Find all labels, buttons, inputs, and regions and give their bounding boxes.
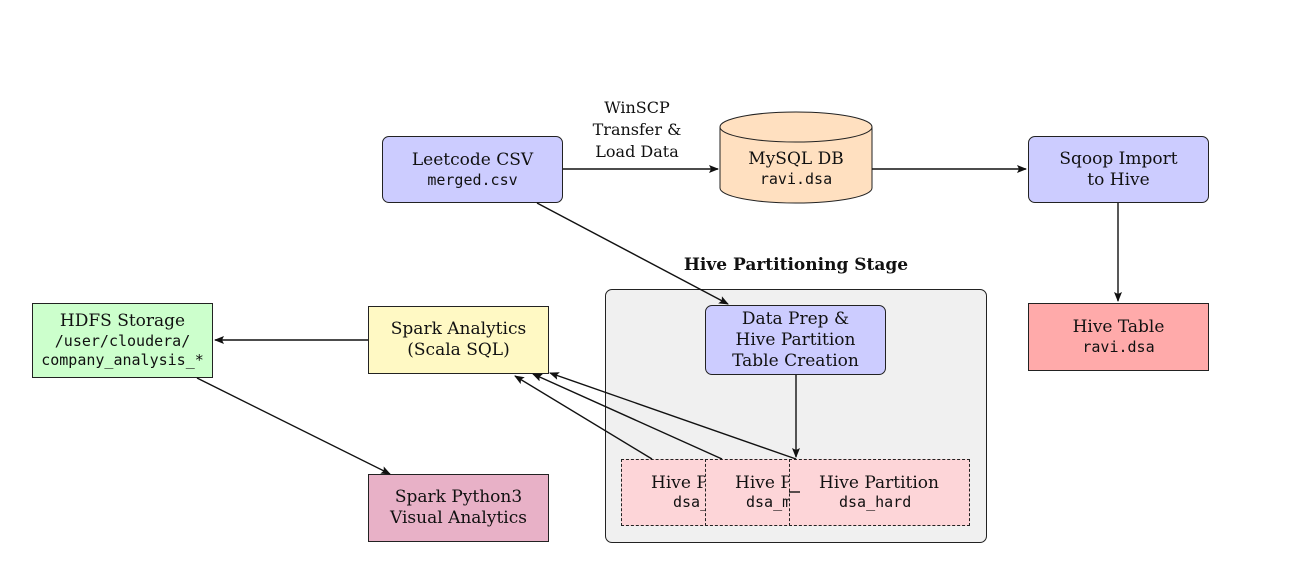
hdfs-storage-title: HDFS Storage bbox=[59, 311, 186, 331]
leetcode-csv-title: Leetcode CSV bbox=[411, 149, 534, 170]
hdfs-storage-node: HDFS Storage /user/cloudera/ company_ana… bbox=[32, 303, 213, 378]
spark-analytics-line1: Spark Analytics bbox=[390, 319, 527, 339]
spark-python-line2: Visual Analytics bbox=[390, 508, 527, 528]
hive-table-title: Hive Table bbox=[1072, 317, 1165, 337]
spark-analytics-line2: (Scala SQL) bbox=[407, 340, 510, 360]
data-prep-line2: Hive Partition bbox=[735, 329, 856, 350]
hdfs-storage-path2: company_analysis_* bbox=[41, 351, 204, 369]
arrow-hdfs-to-python bbox=[196, 377, 391, 475]
hive-table-node: Hive Table ravi.dsa bbox=[1028, 303, 1209, 371]
hive-table-name: ravi.dsa bbox=[1082, 338, 1155, 356]
spark-python-line1: Spark Python3 bbox=[394, 487, 523, 507]
spark-analytics-node: Spark Analytics (Scala SQL) bbox=[368, 306, 549, 374]
partition-hard-title: Hive Partition bbox=[819, 472, 939, 493]
spark-python-node: Spark Python3 Visual Analytics bbox=[368, 474, 549, 542]
sqoop-import-line2: to Hive bbox=[1087, 169, 1150, 190]
hdfs-storage-path1: /user/cloudera/ bbox=[54, 332, 191, 350]
winscp-label-line2: Transfer & bbox=[592, 120, 682, 139]
data-prep-line3: Table Creation bbox=[732, 350, 859, 371]
partition-hard-name: dsa_hard bbox=[839, 492, 912, 511]
winscp-label-line1: WinSCP bbox=[604, 98, 670, 117]
leetcode-csv-file: merged.csv bbox=[427, 170, 518, 189]
leetcode-csv-node: Leetcode CSV merged.csv bbox=[382, 136, 563, 203]
sqoop-import-node: Sqoop Import to Hive bbox=[1028, 136, 1209, 203]
winscp-label-line3: Load Data bbox=[595, 142, 679, 161]
mysql-db-title: MySQL DB bbox=[748, 149, 844, 169]
mysql-db-name: ravi.dsa bbox=[759, 170, 833, 188]
hive-partitioning-stage-title: Hive Partitioning Stage bbox=[683, 255, 909, 275]
data-prep-line1: Data Prep & bbox=[741, 308, 850, 329]
sqoop-import-line1: Sqoop Import bbox=[1059, 148, 1178, 169]
winscp-edge-label: WinSCP Transfer & Load Data bbox=[582, 97, 692, 163]
data-prep-node: Data Prep & Hive Partition Table Creatio… bbox=[705, 305, 886, 375]
mysql-db-node: MySQL DB ravi.dsa bbox=[720, 138, 872, 200]
partition-hard: Hive Partition dsa_hard bbox=[789, 459, 970, 526]
